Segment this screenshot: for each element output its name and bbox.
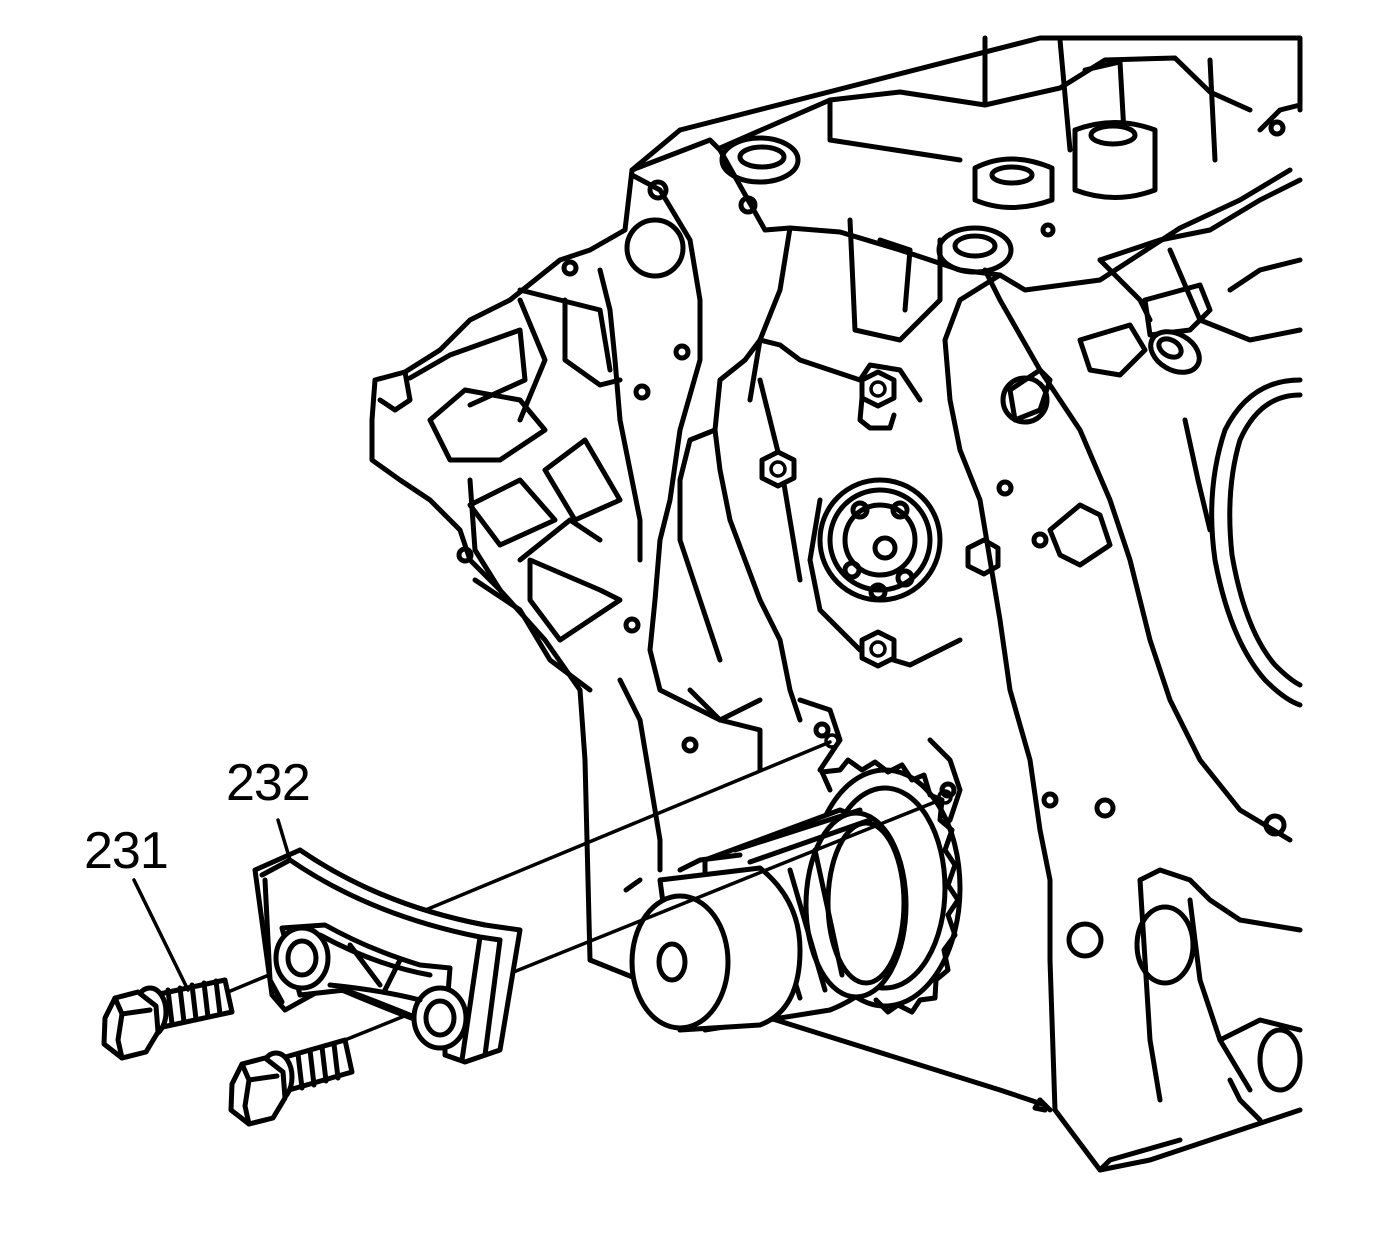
callout-label-232: 232 <box>226 754 311 812</box>
face-bolt <box>859 629 897 669</box>
part-231-bolt-lower <box>228 1037 355 1127</box>
oil-pump-drive-assembly <box>623 757 963 1033</box>
face-bolt <box>759 449 797 489</box>
face-bolt <box>857 369 897 431</box>
callout-label-231: 231 <box>84 822 169 880</box>
part-231-bolt-upper <box>101 977 235 1061</box>
part-232-guide <box>252 847 523 1065</box>
leader-lines <box>132 818 292 992</box>
